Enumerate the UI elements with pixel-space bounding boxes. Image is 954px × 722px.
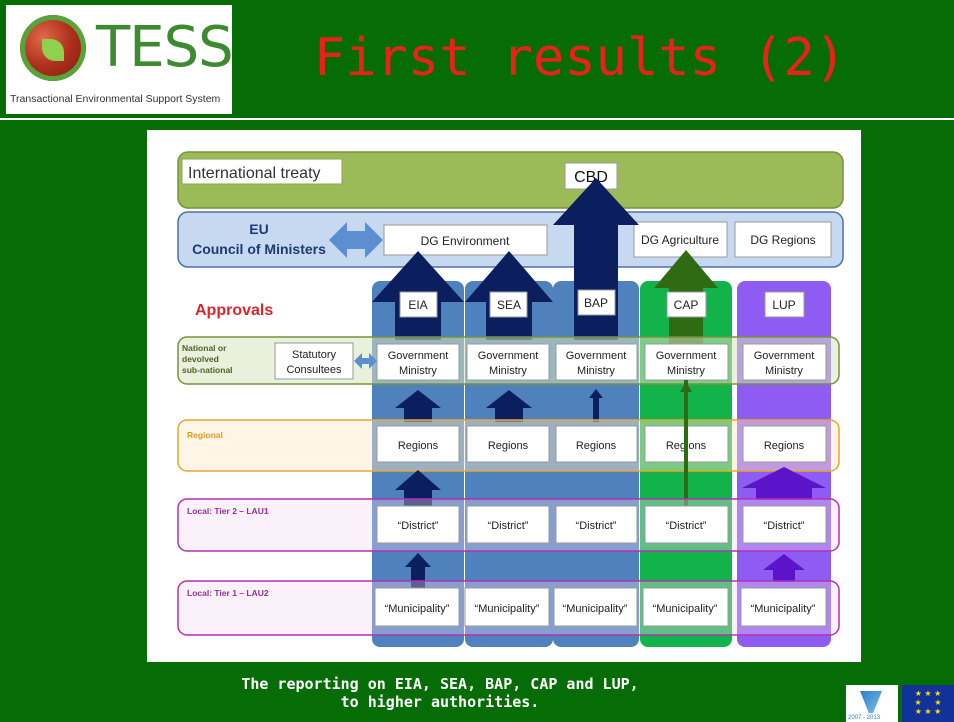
international-treaty-label: International treaty xyxy=(188,165,321,182)
tier2-label: Local: Tier 2 – LAU1 xyxy=(187,506,269,516)
gov-bap-line2: Ministry xyxy=(577,365,615,377)
cbd-label: CBD xyxy=(574,169,608,186)
header-divider xyxy=(0,118,954,120)
national-label-1: National or xyxy=(182,343,227,353)
district-boxes xyxy=(376,505,827,544)
eu-flag-icon: ★ ★ ★★ ★★ ★ ★ xyxy=(902,685,954,722)
bap-regions-arrow-icon xyxy=(589,389,603,422)
gov-lup-line1: Government xyxy=(754,350,815,362)
district-eia: “District” xyxy=(398,520,439,532)
international-treaty-band xyxy=(177,151,844,209)
cap-thin-arrowhead-icon xyxy=(680,382,692,392)
dg-agriculture-box xyxy=(633,221,728,258)
district-bap: “District” xyxy=(576,520,617,532)
tess-logo: TESS Transactional Environmental Support… xyxy=(6,5,234,114)
caption-line-1: The reporting on EIA, SEA, BAP, CAP and … xyxy=(241,675,639,693)
sea-regions-arrow-icon xyxy=(486,390,532,422)
gov-cap-line1: Government xyxy=(656,350,717,362)
municipality-cap: “Municipality” xyxy=(653,603,718,615)
slide-caption: The reporting on EIA, SEA, BAP, CAP and … xyxy=(170,675,710,711)
government-ministry-boxes xyxy=(376,343,827,381)
governance-diagram: International treaty CBD EU Council of M… xyxy=(177,151,844,647)
logo-text: TESS xyxy=(96,15,234,80)
dg-regions-label: DG Regions xyxy=(750,233,815,247)
gov-lup-line2: Ministry xyxy=(765,365,803,377)
regions-sea: Regions xyxy=(488,440,529,452)
municipality-lup: “Municipality” xyxy=(751,603,816,615)
lup-label-box xyxy=(764,291,805,318)
eia-regions-arrow-icon xyxy=(395,390,441,422)
statutory-label: Statutory xyxy=(292,349,337,361)
eia-district-arrow-icon xyxy=(395,470,441,506)
district-cap: “District” xyxy=(666,520,707,532)
sea-label-box xyxy=(489,291,528,318)
logo-subtitle: Transactional Environmental Support Syst… xyxy=(10,93,221,105)
column-label-lup: LUP xyxy=(772,298,795,312)
leaf-icon xyxy=(42,39,64,61)
gov-sea-line2: Ministry xyxy=(489,365,527,377)
district-lup: “District” xyxy=(764,520,805,532)
statutory-consultees-box xyxy=(274,342,354,380)
column-label-eia: EIA xyxy=(408,298,427,312)
gov-eia-line1: Government xyxy=(388,350,449,362)
regions-bap: Regions xyxy=(576,440,617,452)
national-label-2: devolved xyxy=(182,354,219,364)
eu-label: EU xyxy=(249,221,268,237)
cap-thin-arrow-icon xyxy=(684,380,688,510)
fp7-years: 2007 - 2013 xyxy=(848,715,881,721)
regional-label: Regional xyxy=(187,430,223,440)
double-arrow-icon xyxy=(329,222,383,258)
column-label-cap: CAP xyxy=(674,298,699,312)
tier1-label: Local: Tier 1 – LAU2 xyxy=(187,588,269,598)
eu-stars-icon: ★ ★ ★★ ★★ ★ ★ xyxy=(914,689,942,716)
cap-label-box xyxy=(666,291,707,318)
regions-lup: Regions xyxy=(764,440,805,452)
bap-label-box xyxy=(577,289,616,316)
gov-sea-line1: Government xyxy=(478,350,539,362)
diagram-panel: International treaty CBD EU Council of M… xyxy=(147,130,861,662)
council-of-ministers-label: Council of Ministers xyxy=(192,241,326,257)
approvals-label: Approvals xyxy=(195,302,273,319)
eia-label-box xyxy=(399,291,438,318)
gov-cap-line2: Ministry xyxy=(667,365,705,377)
gov-bap-line1: Government xyxy=(566,350,627,362)
international-treaty-box xyxy=(181,158,343,185)
municipality-eia: “Municipality” xyxy=(385,603,450,615)
fp7-emblem-icon xyxy=(860,691,882,713)
lup-municipality-arrow-icon xyxy=(763,554,805,582)
municipality-sea: “Municipality” xyxy=(475,603,540,615)
lup-district-arrow-icon xyxy=(742,467,826,500)
header-bar: TESS Transactional Environmental Support… xyxy=(0,0,954,118)
fp7-logo: 2007 - 2013 xyxy=(846,685,898,722)
column-label-bap: BAP xyxy=(584,296,608,310)
dg-environment-label: DG Environment xyxy=(421,234,510,248)
regions-eia: Regions xyxy=(398,440,439,452)
small-double-arrow-icon xyxy=(354,353,377,369)
municipality-bap: “Municipality” xyxy=(563,603,628,615)
consultees-label: Consultees xyxy=(286,364,342,376)
dg-regions-box xyxy=(734,221,832,258)
dg-environment-box xyxy=(383,224,548,256)
municipality-boxes xyxy=(374,587,827,627)
slide-title: First results (2) xyxy=(313,28,847,88)
column-label-sea: SEA xyxy=(497,298,521,312)
bap-up-arrow-icon xyxy=(553,178,639,340)
national-label-3: sub-national xyxy=(182,365,233,375)
dg-agriculture-label: DG Agriculture xyxy=(641,233,719,247)
district-sea: “District” xyxy=(488,520,529,532)
caption-line-2: to higher authorities. xyxy=(340,693,540,711)
gov-eia-line2: Ministry xyxy=(399,365,437,377)
